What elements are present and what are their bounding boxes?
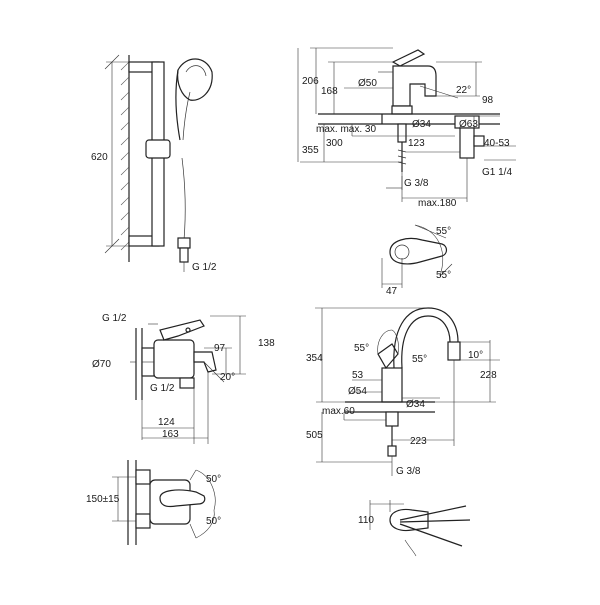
kitchen-d54-label: Ø54 bbox=[348, 386, 367, 397]
bath-20deg-label: 20° bbox=[220, 372, 235, 383]
kitchen-mixer-top-view bbox=[369, 500, 471, 557]
bath-138-label: 138 bbox=[258, 338, 275, 349]
basin-123-label: 123 bbox=[408, 138, 425, 149]
kitchen-223-label: 223 bbox=[410, 436, 427, 447]
basin-4053-label: 40-53 bbox=[484, 138, 510, 149]
kitchen-mixer-view bbox=[315, 307, 500, 476]
kitchen-d34-label: Ø34 bbox=[406, 399, 425, 410]
kitchentop-110-label: 110 bbox=[358, 515, 374, 526]
basin-98-label: 98 bbox=[482, 95, 494, 106]
bath-d70-label: Ø70 bbox=[92, 359, 111, 370]
kitchen-55a-label: 55° bbox=[354, 343, 369, 354]
kitchen-g38-label: G 3/8 bbox=[396, 466, 421, 477]
lever-55a-label: 55° bbox=[436, 226, 451, 237]
lever-47-label: 47 bbox=[386, 286, 398, 297]
basin-d34-label: Ø34 bbox=[412, 119, 431, 130]
basin-d50-label: Ø50 bbox=[358, 78, 377, 89]
kitchen-max60-label: max.60 bbox=[322, 406, 355, 417]
bath-163-label: 163 bbox=[162, 429, 179, 440]
kitchen-505-label: 505 bbox=[306, 430, 323, 441]
basin-300-label: 300 bbox=[326, 138, 343, 149]
basin-lever-top-view bbox=[381, 224, 453, 288]
bath-97-label: 97 bbox=[214, 343, 226, 354]
basin-355-label: 355 bbox=[302, 145, 319, 156]
bath-g12-top-label: G 1/2 bbox=[102, 313, 127, 324]
kitchen-55b-label: 55° bbox=[412, 354, 427, 365]
basin-g114-label: G1 1/4 bbox=[482, 167, 512, 178]
basin-max30-label: max. max. 30 bbox=[316, 124, 376, 135]
kitchen-53-label: 53 bbox=[352, 370, 364, 381]
basin-max180-label: max.180 bbox=[418, 198, 457, 209]
kitchen-10deg-label: 10° bbox=[468, 350, 483, 361]
kitchen-228-label: 228 bbox=[480, 370, 497, 381]
bath-g12-bot-label: G 1/2 bbox=[150, 383, 175, 394]
basin-mixer-view bbox=[297, 47, 516, 202]
basin-d63-label: Ø63 bbox=[459, 119, 478, 130]
bathtop-150-label: 150±15 bbox=[86, 494, 120, 505]
kitchen-354-label: 354 bbox=[306, 353, 323, 364]
shower-height-label: 620 bbox=[91, 152, 108, 163]
bath-mixer-top-view bbox=[112, 460, 216, 545]
bath-mixer-side-view bbox=[130, 315, 246, 444]
lever-55b-label: 55° bbox=[436, 270, 451, 281]
shower-rail-view bbox=[104, 54, 213, 272]
basin-22deg-label: 22° bbox=[456, 85, 471, 96]
bathtop-50a-label: 50° bbox=[206, 474, 221, 485]
basin-206-label: 206 bbox=[302, 76, 319, 87]
basin-168-label: 168 bbox=[321, 86, 338, 97]
bath-124-label: 124 bbox=[158, 417, 175, 428]
shower-thread-label: G 1/2 bbox=[192, 262, 217, 273]
bathtop-50b-label: 50° bbox=[206, 516, 221, 527]
basin-g38-label: G 3/8 bbox=[404, 178, 429, 189]
